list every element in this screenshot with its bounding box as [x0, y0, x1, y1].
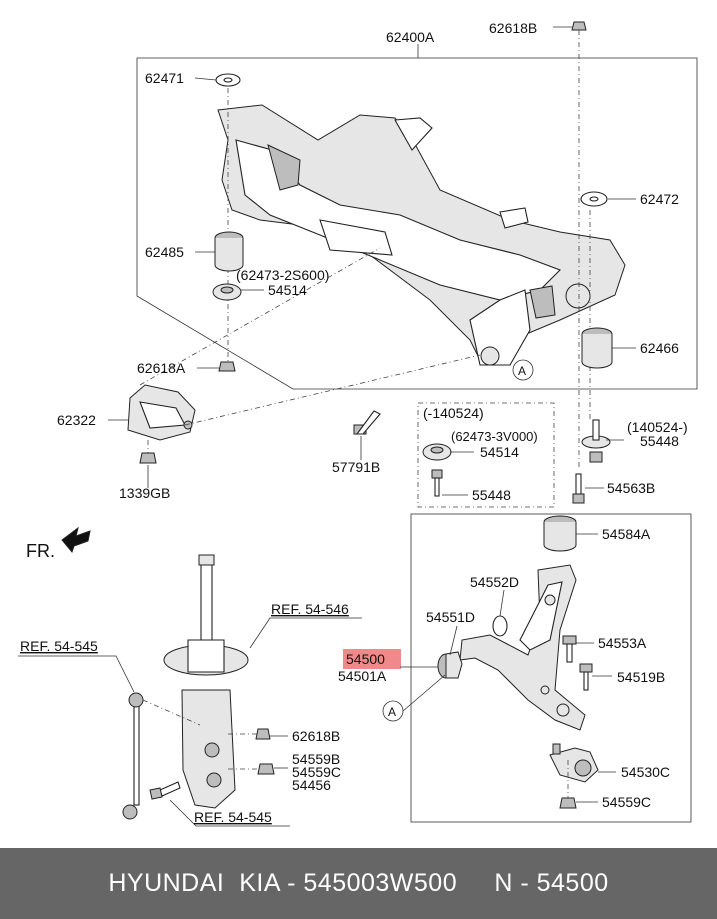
bolt-54563B: [572, 473, 585, 504]
label-range-old: (-140524): [423, 405, 484, 421]
stabilizer-link: [122, 692, 144, 820]
nut-62618B-strut: [255, 728, 271, 740]
label-54514-lower: 54514: [480, 444, 519, 460]
label-54553A: 54553A: [598, 635, 647, 651]
ref-54-546: REF. 54-546: [271, 601, 349, 617]
lower-arm-box: [410, 513, 692, 823]
crossmember-assembly: [217, 104, 626, 366]
washer-54514-upper: [212, 283, 242, 301]
label-57791B: 57791B: [332, 459, 380, 475]
bushing-62466: [581, 327, 613, 369]
label-62466: 62466: [640, 340, 679, 356]
bolt-62618B-top: [571, 21, 587, 31]
marker-A-2-text: A: [388, 705, 396, 719]
label-54519B: 54519B: [617, 669, 665, 685]
highlight-54500: [343, 649, 401, 669]
crossmember-outline: [136, 57, 698, 390]
bolt-54553A: [562, 635, 577, 663]
nut-1339GB: [139, 452, 157, 464]
nut-54559B: [257, 763, 275, 775]
bracket-62322: [127, 384, 196, 441]
label-54501A: 54501A: [338, 668, 387, 684]
marker-A-1: [512, 359, 534, 381]
label-62322: 62322: [57, 412, 96, 428]
front-arrow-icon: [61, 526, 91, 554]
bushing-54551D: [437, 651, 463, 679]
label-55448-new: 55448: [640, 433, 679, 449]
label-62618B-strut: 62618B: [292, 728, 340, 744]
label-54552D: 54552D: [470, 574, 519, 590]
strut-assembly: [163, 554, 249, 809]
label-54500: 54500: [346, 651, 385, 667]
bolt-55448-new: [581, 419, 611, 463]
label-62485: 62485: [145, 244, 184, 260]
bushing-62485: [214, 231, 244, 272]
label-62400A: 62400A: [386, 29, 435, 45]
bolt-54456: [149, 781, 181, 800]
ball-joint-54530C: [549, 743, 599, 783]
label-1339GB: 1339GB: [119, 485, 170, 501]
bushing-54584A: [543, 515, 577, 552]
front-label: FR.: [26, 541, 55, 561]
label-54456: 54456: [292, 777, 331, 793]
ref-54-545-lower: REF. 54-545: [194, 809, 272, 825]
label-62618A: 62618A: [137, 360, 186, 376]
marker-A-1-text: A: [518, 364, 526, 378]
label-54559B: 54559B: [292, 751, 340, 767]
old-range-box: [417, 402, 555, 508]
label-54584A: 54584A: [602, 526, 651, 542]
lower-arm-54500: [459, 564, 586, 731]
label-54514-upper: 54514: [268, 282, 307, 298]
exploded-parts-diagram: 62400A 62618B 62471 62472 62485 (62473-2…: [18, 20, 698, 827]
label-62473-2S600: (62473-2S600): [236, 267, 329, 283]
label-54559C-strut: 54559C: [292, 764, 341, 780]
label-55448-old: 55448: [472, 487, 511, 503]
washer-54514-lower: [422, 443, 452, 461]
label-62618B-top: 62618B: [489, 20, 537, 36]
bolt-57791B: [353, 410, 381, 435]
nut-62618A: [218, 361, 236, 372]
label-62473-3V000: (62473-3V000): [451, 429, 538, 444]
nut-54559C-arm: [559, 797, 577, 809]
label-54563B: 54563B: [607, 480, 655, 496]
label-62471: 62471: [145, 70, 184, 86]
part-number-footer: HYUNDAI KIA - 545003W500 N - 54500: [0, 848, 717, 919]
label-54530C: 54530C: [621, 764, 670, 780]
label-54551D: 54551D: [426, 609, 475, 625]
bolt-54519B: [579, 663, 593, 691]
label-54559C-arm: 54559C: [602, 794, 651, 810]
ref-54-545-upper: REF. 54-545: [20, 638, 98, 654]
label-range-new: (140524-): [627, 419, 688, 435]
washer-54552D: [492, 615, 508, 637]
label-62472: 62472: [640, 191, 679, 207]
bolt-55448-old: [431, 469, 443, 497]
footer-text: HYUNDAI KIA - 545003W500 N - 54500: [108, 869, 609, 897]
